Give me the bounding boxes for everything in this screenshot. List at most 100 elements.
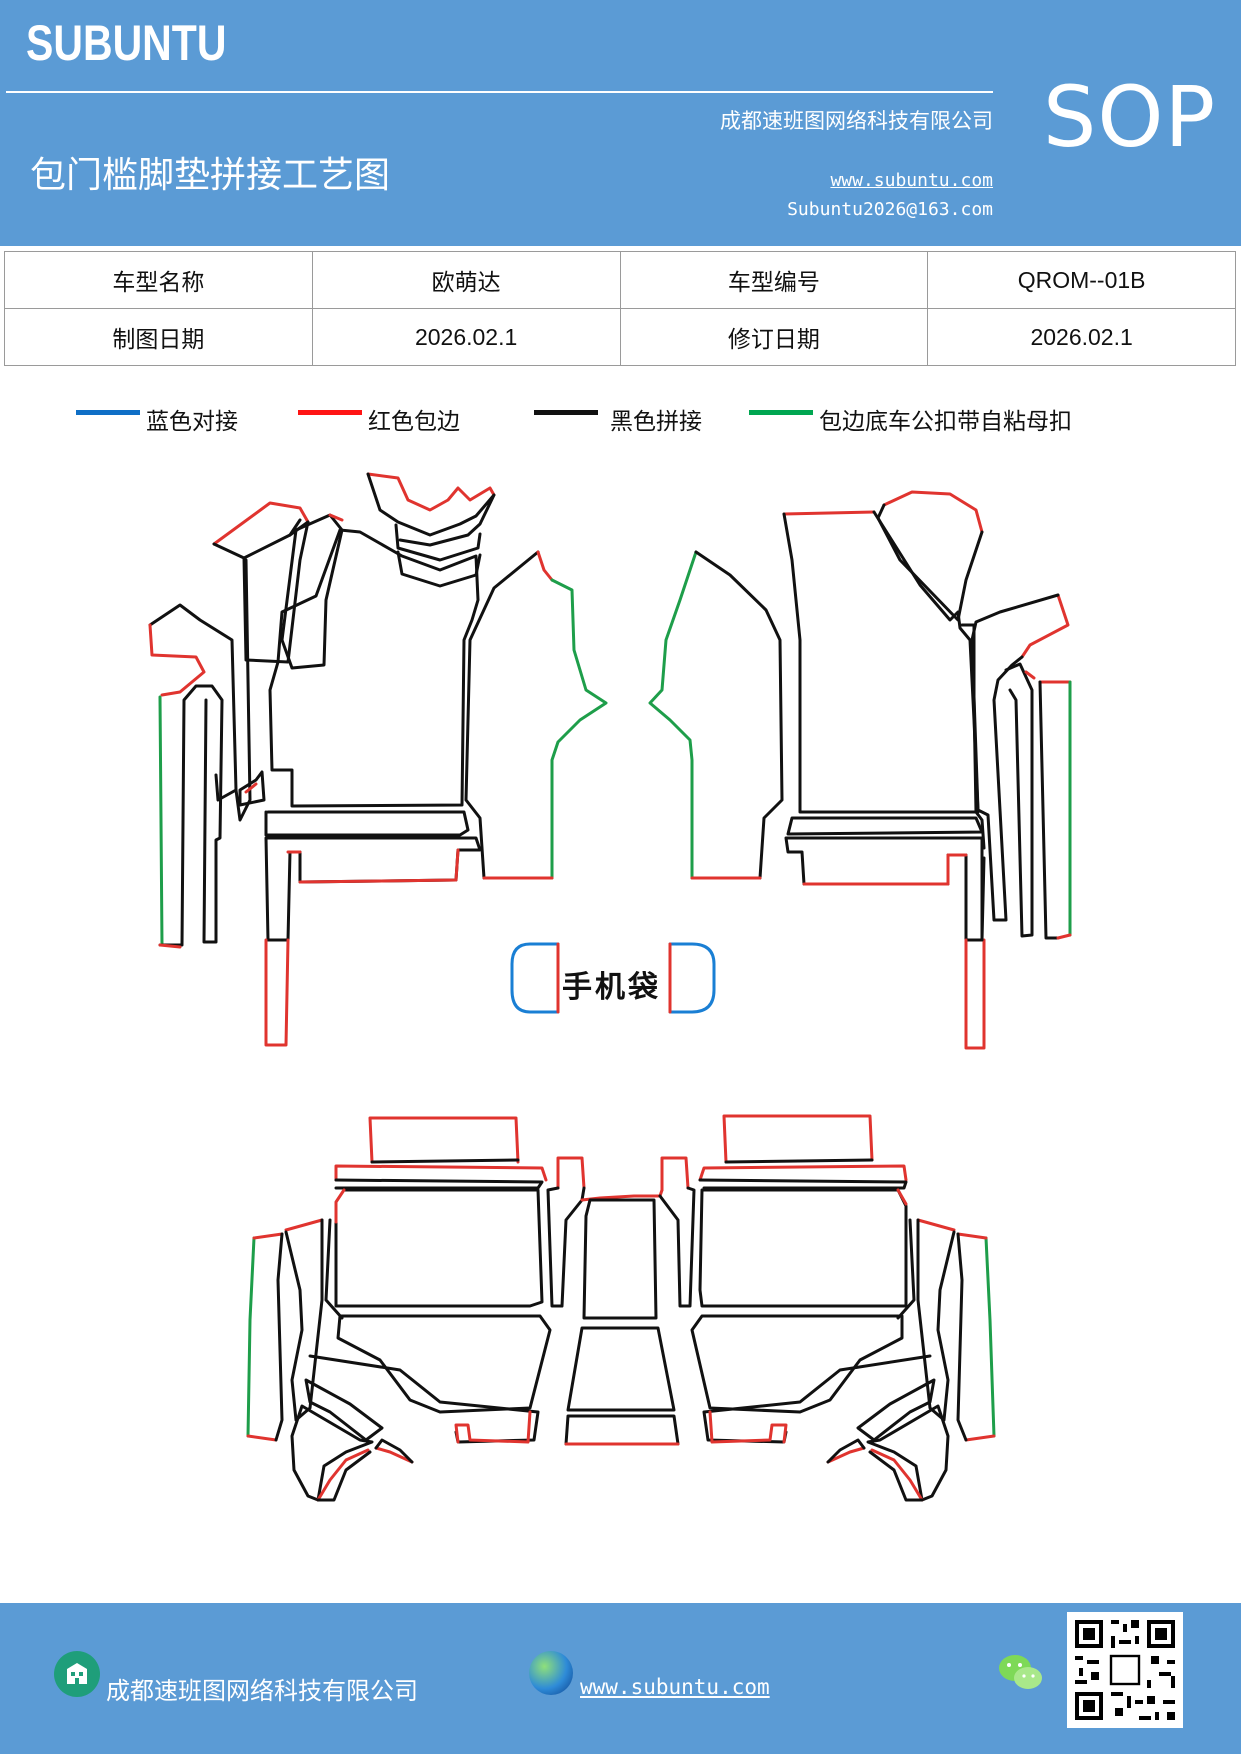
mat-piece (870, 1448, 924, 1502)
mat-piece (956, 1232, 968, 1442)
mat-piece (690, 1314, 904, 1414)
pouch-left-edge (510, 942, 560, 1014)
mat-piece (284, 1218, 324, 1232)
revise-date-value: 2026.02.1 (927, 308, 1236, 366)
mat-piece (694, 550, 784, 880)
qr-code-glyph (1067, 1612, 1183, 1728)
model-code-value: QROM--01B (927, 251, 1236, 309)
mat-piece (334, 1188, 544, 1308)
mat-piece (782, 510, 980, 814)
mat-piece (784, 836, 984, 942)
mat-piece (826, 1438, 866, 1464)
wechat-icon-glyph (999, 1655, 1042, 1689)
footer-website-link[interactable]: www.subuntu.com (580, 1675, 770, 1699)
pouch-right-edge (668, 942, 716, 1014)
phone-pouch-label: 手机袋 (562, 970, 661, 1005)
mat-piece (970, 593, 1060, 922)
mat-piece (868, 1450, 924, 1502)
mat-piece (564, 1414, 680, 1446)
mat-piece (722, 1114, 874, 1164)
draw-date-label: 制图日期 (4, 308, 313, 366)
legend-swatch (534, 410, 598, 415)
globe-icon (529, 1651, 573, 1695)
qr-code-icon (1067, 1612, 1183, 1728)
mat-piece (980, 856, 986, 942)
color-legend: 蓝色对接 红色包边 黑色拼接 包边底车公扣带自粘母扣 (0, 402, 1241, 442)
building-icon-glyph (67, 1663, 87, 1684)
mat-piece (268, 528, 480, 808)
header-website-link[interactable]: www.subuntu.com (830, 170, 993, 191)
mat-piece (916, 1218, 956, 1422)
header-email[interactable]: Subuntu2026@163.com (787, 199, 993, 220)
legend-swatch (298, 410, 362, 415)
mat-piece (234, 518, 302, 822)
legend-item-green: 包边底车公扣带自粘母扣 (749, 402, 1072, 436)
front-left-mat-group (148, 472, 608, 1047)
mat-piece (158, 695, 164, 947)
mat-piece (334, 1164, 548, 1182)
mat-piece (264, 938, 290, 1047)
header-company: 成都速班图网络科技有限公司 (720, 109, 993, 133)
legend-label: 黑色拼接 (610, 409, 702, 435)
mat-piece (290, 1404, 374, 1502)
mat-piece (370, 1158, 520, 1164)
mat-piece (724, 1158, 874, 1164)
mat-piece (316, 1450, 372, 1502)
brand-logo: SUBUNTU (26, 15, 227, 71)
mat-piece (566, 1326, 676, 1412)
mat-piece (454, 1410, 532, 1444)
mat-piece (246, 1236, 256, 1438)
front-right-mat-group (648, 490, 1072, 1050)
phone-pouch (510, 942, 716, 1014)
mat-piece (536, 550, 554, 582)
mat-piece (916, 1218, 956, 1232)
mat-piece (158, 943, 182, 949)
draw-date-value: 2026.02.1 (311, 308, 621, 366)
mat-piece (274, 1232, 284, 1442)
legend-label: 蓝色对接 (146, 409, 238, 435)
legend-label: 红色包边 (368, 409, 460, 435)
mat-piece (1020, 593, 1070, 659)
rear-mat-group (246, 1114, 996, 1502)
mat-piece (212, 501, 310, 546)
table-row: 车型名称 欧萌达 车型编号 QROM--01B (4, 251, 1236, 309)
mat-piece (148, 603, 238, 802)
mat-piece (316, 1448, 370, 1502)
page-header: SUBUNTU 成都速班图网络科技有限公司 包门槛脚垫拼接工艺图 www.sub… (0, 0, 1241, 246)
mat-piece (238, 770, 266, 807)
mat-piece (826, 1446, 866, 1464)
building-icon (54, 1651, 100, 1697)
mat-piece (556, 1156, 586, 1190)
legend-label: 包边底车公扣带自粘母扣 (819, 409, 1072, 435)
mat-piece (786, 816, 984, 836)
mat-piece (366, 472, 496, 512)
wechat-icon[interactable] (997, 1652, 1045, 1694)
mat-piece (876, 503, 984, 622)
mat-piece (708, 1410, 788, 1444)
mat-piece (394, 523, 482, 562)
mat-piece (334, 1188, 346, 1224)
mat-piece (148, 623, 206, 697)
mat-piece (582, 1198, 658, 1320)
mat-piece (246, 1232, 284, 1442)
sop-badge: SOP (1043, 68, 1217, 166)
mat-piece (1038, 680, 1060, 940)
mat-piece (896, 1188, 908, 1206)
mat-piece (396, 550, 482, 588)
mat-piece (782, 510, 876, 516)
mat-piece (298, 848, 460, 884)
mat-piece (244, 782, 258, 794)
mat-piece (284, 1218, 324, 1422)
mat-piece (546, 1186, 586, 1308)
mat-piece (648, 550, 698, 880)
model-name-value: 欧萌达 (311, 251, 621, 309)
mat-piece (374, 1438, 414, 1464)
legend-item-black: 黑色拼接 (534, 402, 702, 436)
mat-piece (658, 1186, 696, 1308)
mat-piece (660, 1156, 690, 1192)
mat-piece (1056, 933, 1072, 940)
revise-date-label: 修订日期 (619, 308, 929, 366)
model-name-label: 车型名称 (4, 251, 313, 309)
mat-piece (964, 938, 986, 1050)
